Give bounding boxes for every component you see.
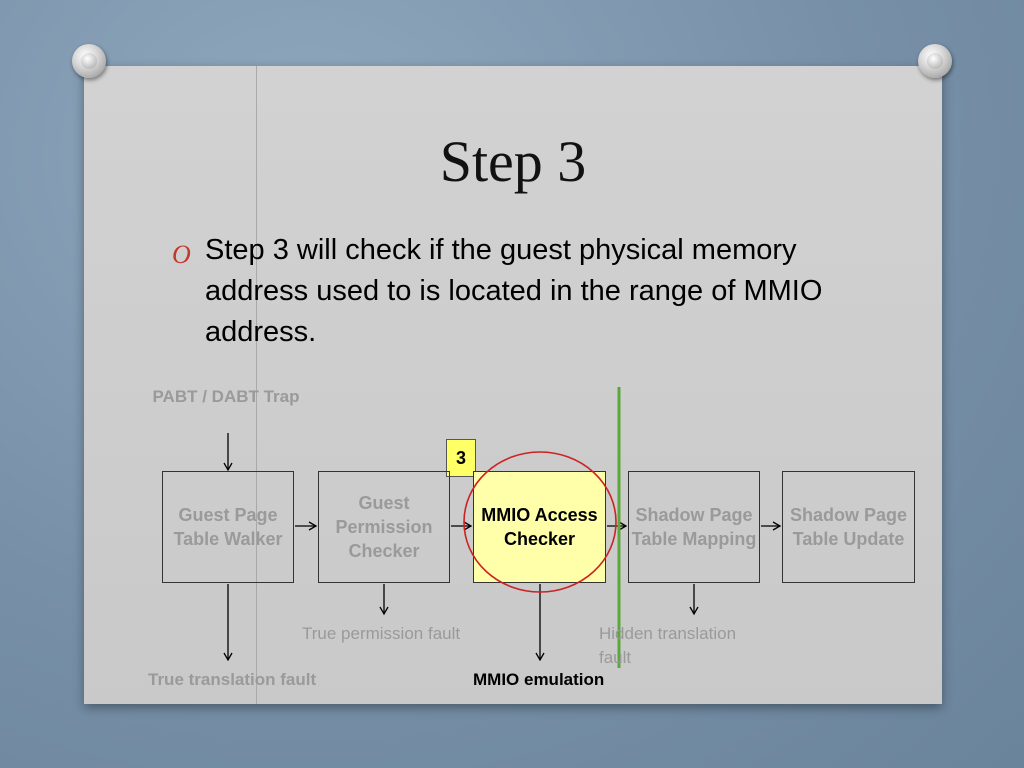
box-shadow-page-table-update: Shadow Page Table Update <box>782 471 915 583</box>
step-badge: 3 <box>446 439 476 477</box>
label-mmio-emulation: MMIO emulation <box>473 670 605 689</box>
slide-divider-line <box>256 66 257 704</box>
pin-icon-left <box>72 44 106 78</box>
box-guest-permission-checker: Guest Permission Checker <box>318 471 450 583</box>
bullet-text: Step 3 will check if the guest physical … <box>205 234 823 348</box>
label-translation-fault: True translation fault <box>148 670 317 689</box>
label-hidden-translation-fault: Hidden translation fault <box>599 624 737 667</box>
label-permission-fault: True permission fault <box>302 624 461 643</box>
highlight-circle <box>463 451 617 593</box>
bullet-marker-icon: O <box>172 240 191 269</box>
trap-label: PABT / DABT Trap <box>152 387 300 406</box>
box-shadow-page-table-mapping: Shadow Page Table Mapping <box>628 471 760 583</box>
box-mmio-access-checker: MMIO Access Checker <box>473 471 606 583</box>
slide-background <box>84 66 942 704</box>
box-guest-page-table-walker: Guest Page Table Walker <box>162 471 294 583</box>
pin-icon-right <box>918 44 952 78</box>
slide-title: Step 3 <box>439 129 587 194</box>
